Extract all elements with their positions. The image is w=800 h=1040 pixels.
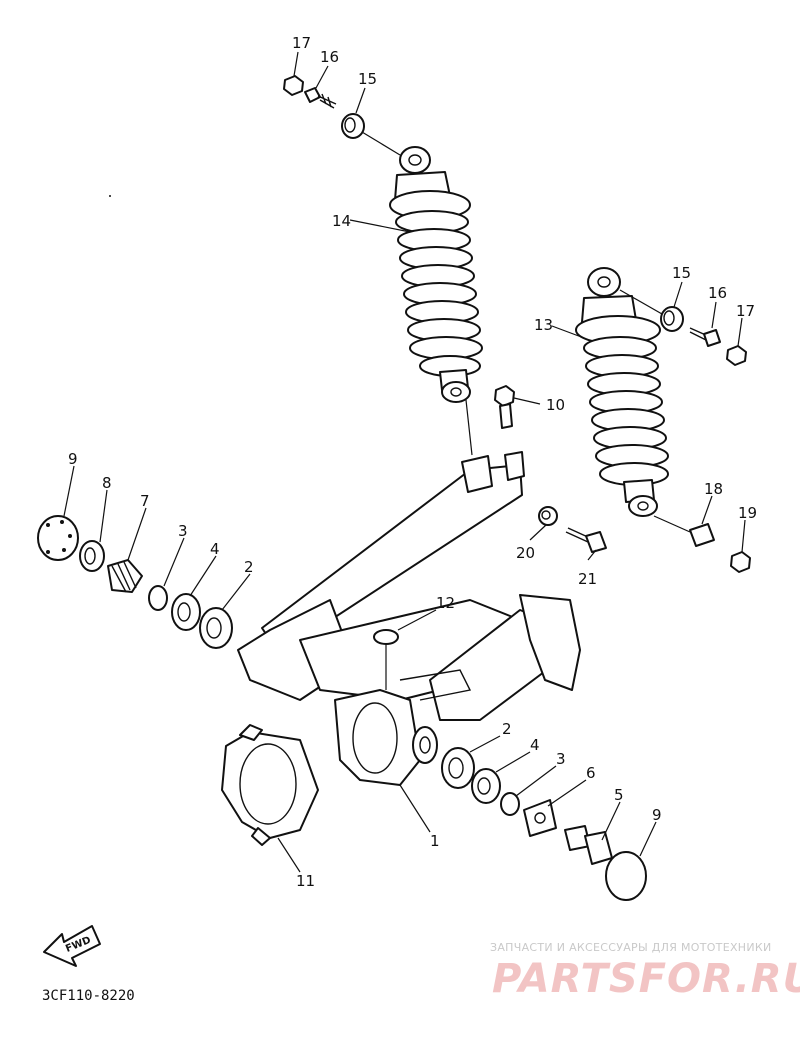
watermark: ЗАПЧАСТИ И АКСЕССУАРЫ ДЛЯ МОТОТЕХНИКИ PA… — [490, 941, 800, 1002]
callout-4-right: 4 — [530, 736, 540, 754]
diagram-code: 3CF110-8220 — [42, 988, 135, 1004]
bolt-16 — [304, 87, 321, 103]
callout-14: 14 — [332, 212, 351, 230]
bearing-2-right — [441, 747, 475, 789]
cap-9-right — [605, 851, 647, 901]
callout-9: 9 — [68, 450, 78, 468]
callout-12: 12 — [436, 594, 455, 612]
callout-15: 15 — [358, 70, 377, 88]
callout-1: 1 — [430, 832, 440, 850]
shaft-5 — [564, 825, 613, 865]
swingarm — [237, 451, 581, 786]
callout-17: 17 — [292, 34, 311, 52]
pivot-parts-right — [441, 747, 647, 901]
callout-17-right: 17 — [736, 302, 755, 320]
collar-18 — [689, 523, 715, 547]
forward-arrow-icon: FWD — [43, 925, 101, 967]
callout-3-right: 3 — [556, 750, 566, 768]
callout-11: 11 — [296, 872, 315, 890]
callout-13: 13 — [534, 316, 553, 334]
seal-3-right — [500, 792, 520, 816]
chain-guard-11 — [221, 724, 319, 846]
nut-19 — [730, 551, 751, 573]
rear-shock-absorber-right — [575, 267, 669, 517]
bolt-21 — [565, 527, 607, 553]
shock-mount-hardware-left — [283, 75, 401, 156]
nut-17 — [283, 75, 304, 96]
washer-4-right — [471, 768, 501, 804]
callout-20: 20 — [516, 544, 535, 562]
rear-shock-absorber-left — [389, 146, 483, 403]
pivot-parts-left — [37, 515, 233, 649]
callout-5: 5 — [614, 786, 624, 804]
callout-2: 2 — [244, 558, 254, 576]
plug-12 — [373, 629, 399, 645]
shock-mount-hardware-right — [619, 289, 747, 366]
callout-4: 4 — [210, 540, 220, 558]
cap-9 — [37, 515, 79, 561]
callout-8: 8 — [102, 474, 112, 492]
callout-16: 16 — [320, 48, 339, 66]
callout-numbers: 17 16 15 14 15 16 17 13 10 18 19 20 21 9… — [68, 34, 757, 890]
callout-9-right: 9 — [652, 806, 662, 824]
callout-7: 7 — [140, 492, 150, 510]
watermark-logo: PARTSFOR.RU — [492, 956, 800, 1002]
callout-16-right: 16 — [708, 284, 727, 302]
leader-lines — [63, 51, 746, 873]
collar-15-right — [660, 306, 684, 332]
callout-3: 3 — [178, 522, 188, 540]
collar-15 — [341, 113, 365, 139]
bushing-8 — [79, 540, 105, 572]
seal-3 — [148, 585, 168, 611]
callout-10: 10 — [546, 396, 565, 414]
callout-21: 21 — [578, 570, 597, 588]
bolt-10 — [494, 385, 515, 429]
callout-6: 6 — [586, 764, 596, 782]
washer-4 — [171, 593, 201, 631]
callout-15-right: 15 — [672, 264, 691, 282]
callout-2-right: 2 — [502, 720, 512, 738]
nut-17-right — [726, 345, 747, 366]
callout-18: 18 — [704, 480, 723, 498]
callout-19: 19 — [738, 504, 757, 522]
plate-6 — [523, 799, 557, 837]
watermark-tagline: ЗАПЧАСТИ И АКСЕССУАРЫ ДЛЯ МОТОТЕХНИКИ — [490, 941, 772, 954]
bearing-2 — [199, 607, 233, 649]
